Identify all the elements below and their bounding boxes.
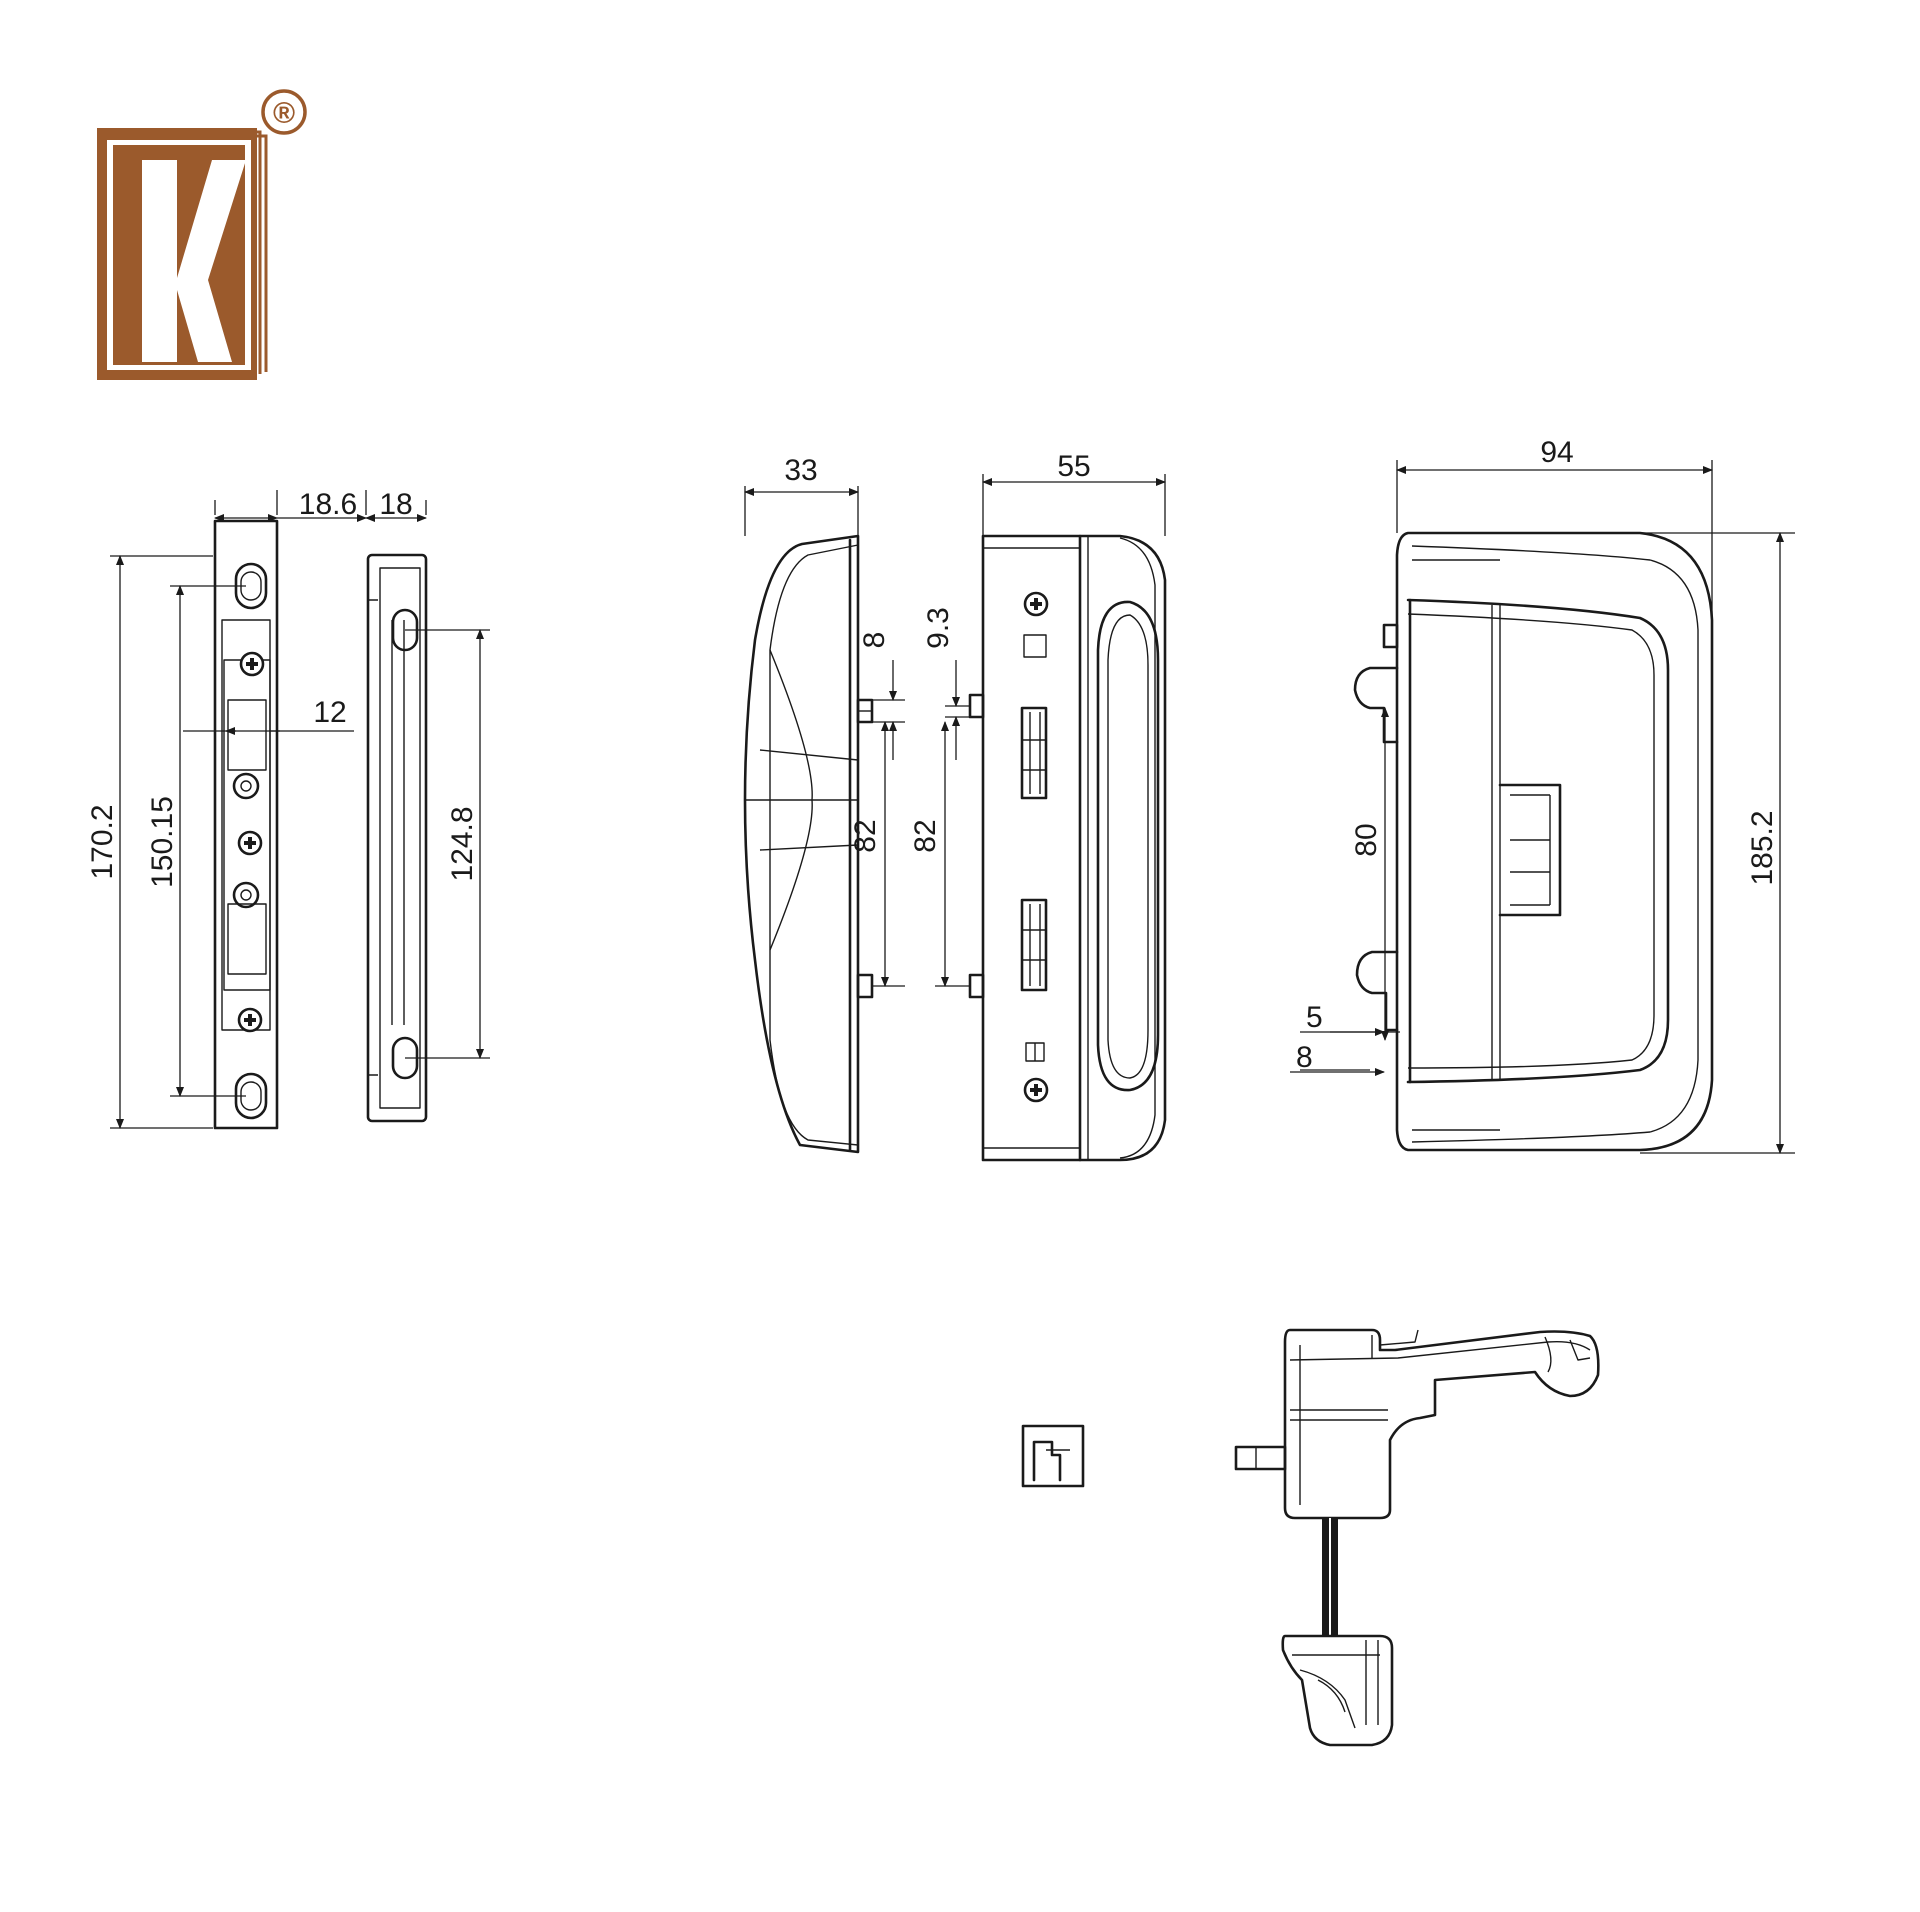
- handle-side-view: [743, 534, 874, 1154]
- dim-hook-spacing: 80: [1350, 823, 1383, 856]
- dim-depth-narrow: 33: [784, 454, 817, 487]
- handle-front-dimensions: 55 9.3 82: [909, 450, 1166, 987]
- dim-pin-spacing-narrow: 82: [849, 819, 882, 852]
- handle-side-dimensions: 33 8 82: [744, 454, 905, 987]
- registered-mark-text: ®: [273, 97, 295, 130]
- dim-slot-width: 12: [313, 696, 346, 729]
- hook-icon: [1355, 950, 1399, 1032]
- dim-width-a: 18.6: [299, 488, 357, 521]
- screw-icon: [237, 830, 263, 856]
- registered-mark-icon: ®: [261, 89, 307, 135]
- dim-height-holes: 150.15: [146, 796, 179, 888]
- dim-depth-wide: 55: [1057, 450, 1090, 483]
- brand-logo: ®: [97, 89, 307, 380]
- dim-pin-height-wide: 9.3: [922, 607, 955, 649]
- dim-height-total: 170.2: [86, 804, 119, 879]
- hook-icon: [1353, 666, 1399, 744]
- dim-height-slots: 124.8: [446, 806, 479, 881]
- dim-width-b: 18: [379, 488, 412, 521]
- handle-front-view: [968, 534, 1167, 1162]
- screw-icon: [1023, 591, 1049, 617]
- keeper-dimensions: 18.6 18 12 170.2 150.15 124.8: [86, 488, 490, 1129]
- keeper-side-view: [366, 553, 428, 1123]
- dim-hook-offset: 5: [1306, 1001, 1323, 1034]
- small-keeper-piece: [1021, 1424, 1085, 1488]
- screw-icon: [1023, 1077, 1049, 1103]
- dim-pin-spacing-wide: 82: [909, 819, 942, 852]
- dim-pin-height-narrow: 8: [858, 632, 891, 649]
- screw-icon: [237, 1007, 263, 1033]
- dim-handle-width: 94: [1540, 436, 1573, 469]
- dim-handle-height: 185.2: [1746, 810, 1779, 885]
- screw-icon: [239, 651, 265, 677]
- keeper-front-view: [213, 519, 279, 1130]
- handle-profile-dimensions: 94 185.2 80 5 8: [1290, 436, 1795, 1154]
- handle-assembly-3d: [1234, 1328, 1600, 1747]
- dim-hook-height: 8: [1296, 1041, 1313, 1074]
- handle-profile-view: [1353, 531, 1714, 1152]
